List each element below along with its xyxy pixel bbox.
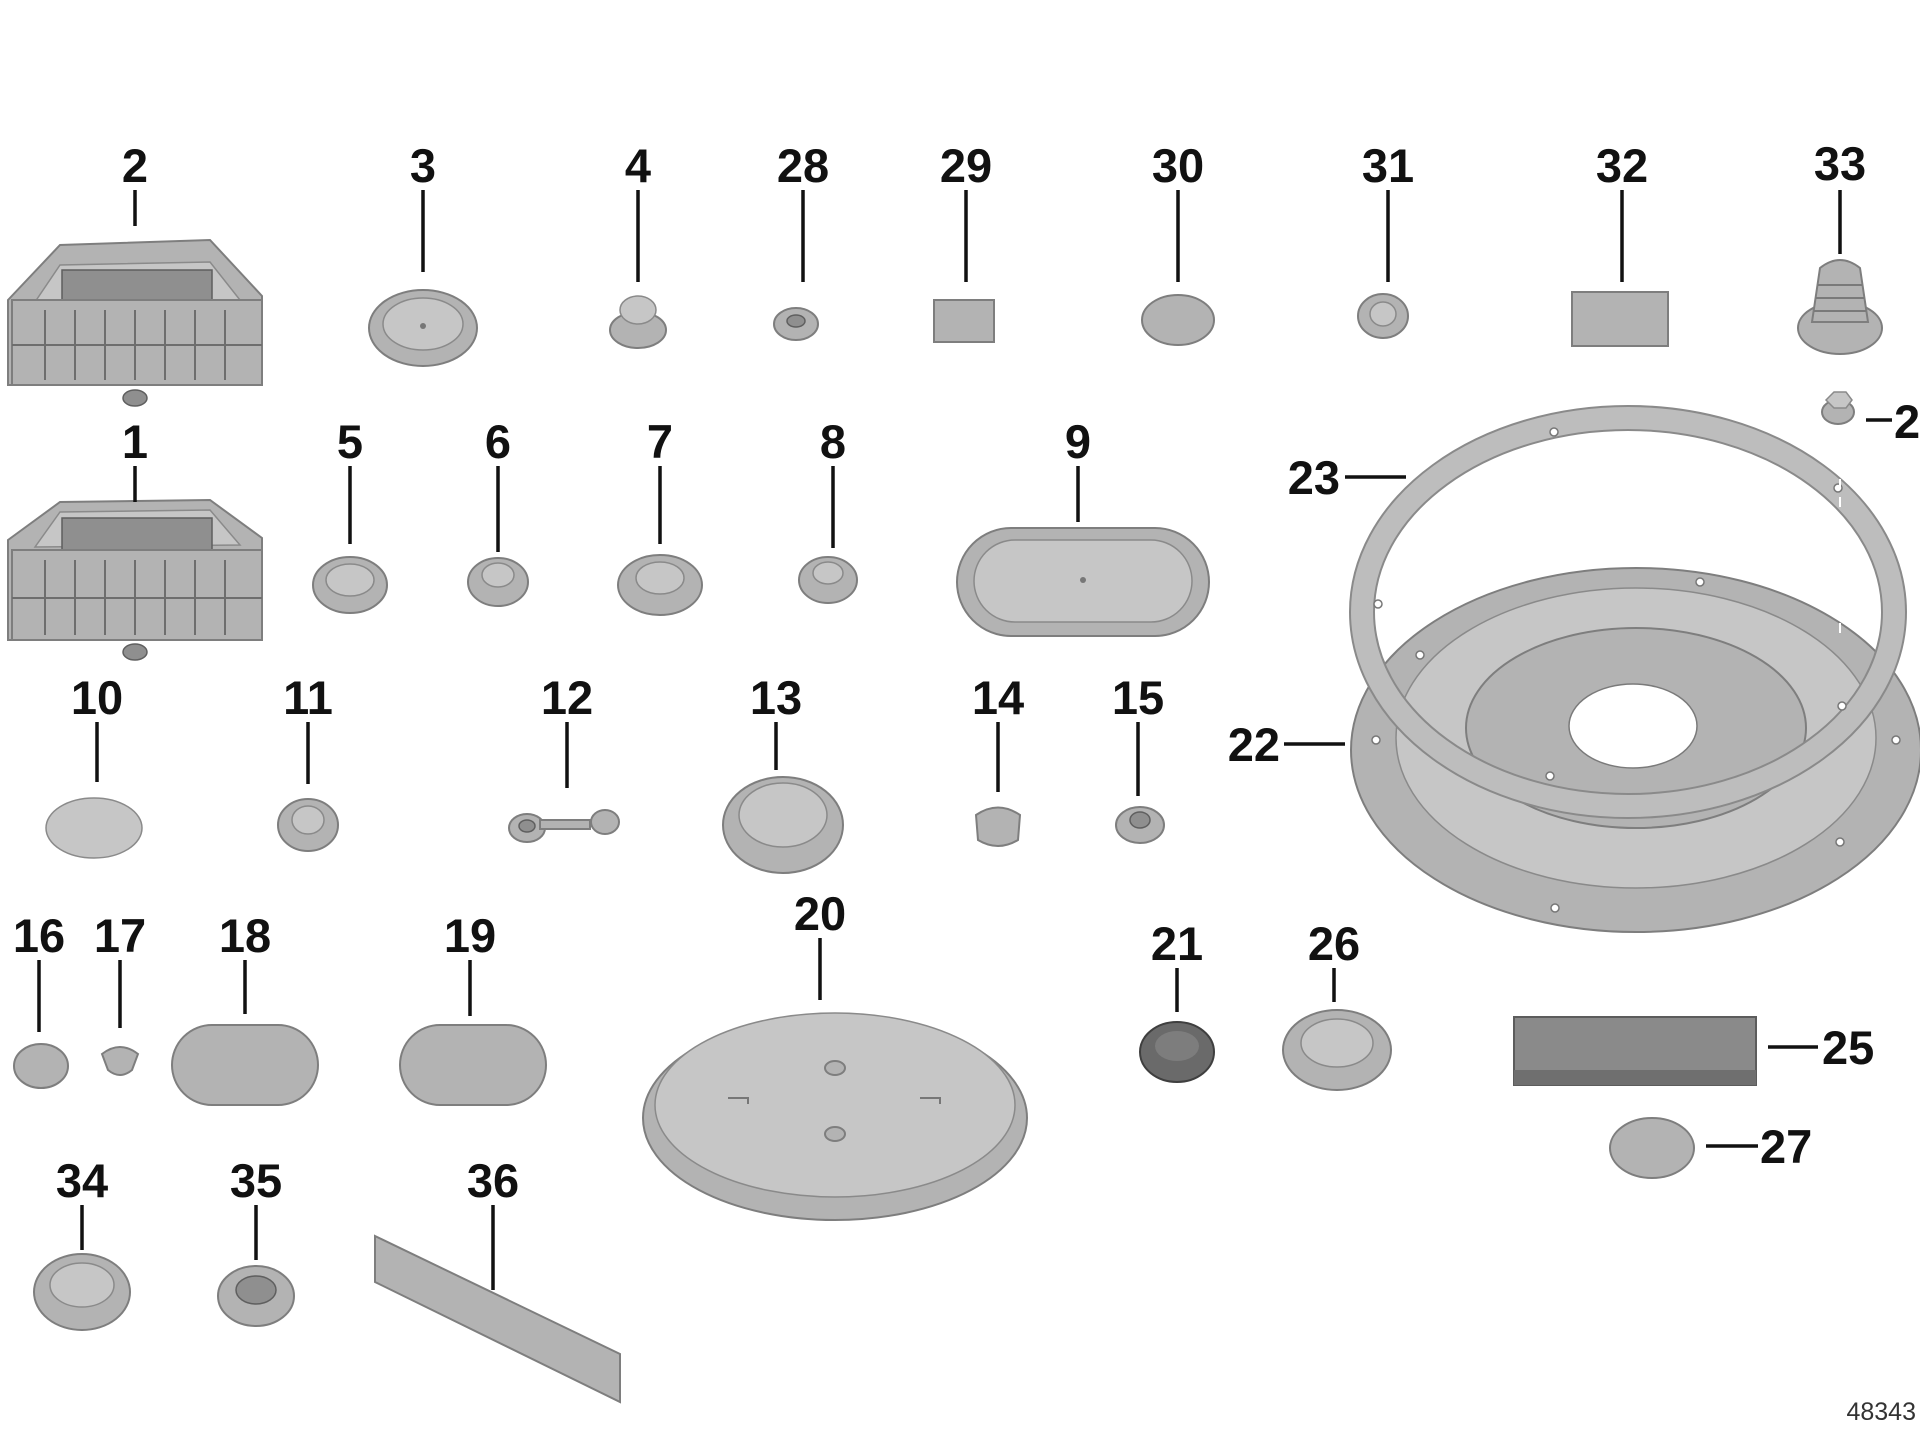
part-label-13[interactable]: 13 bbox=[750, 671, 802, 724]
part-5-plug-shape bbox=[312, 556, 388, 614]
leader-lines bbox=[37, 190, 1892, 1290]
part-25-strip-shape bbox=[1513, 1016, 1757, 1086]
part-label-14[interactable]: 14 bbox=[972, 671, 1024, 724]
part-19-oval-plug-shape bbox=[399, 1024, 547, 1106]
part-label-24[interactable]: 24 bbox=[1894, 395, 1920, 448]
part-label-18[interactable]: 18 bbox=[219, 909, 271, 962]
part-9-oval-cover-shape bbox=[956, 527, 1210, 637]
part-label-19[interactable]: 19 bbox=[444, 909, 496, 962]
part-26-plug-shape bbox=[1282, 1009, 1392, 1091]
part-label-2[interactable]: 2 bbox=[122, 139, 148, 192]
part-8-plug-shape bbox=[798, 556, 858, 604]
part-label-25[interactable]: 25 bbox=[1822, 1021, 1874, 1074]
drawing-number: 48343 bbox=[1846, 1398, 1916, 1426]
part-21-dark-plug-shape bbox=[1139, 1021, 1215, 1083]
part-label-28[interactable]: 28 bbox=[777, 139, 829, 192]
part-label-22[interactable]: 22 bbox=[1228, 718, 1280, 771]
part-label-30[interactable]: 30 bbox=[1152, 139, 1204, 192]
part-28-plug-shape bbox=[773, 307, 819, 341]
part-27-disc-shape bbox=[1609, 1117, 1695, 1179]
part-label-6[interactable]: 6 bbox=[485, 415, 511, 468]
part-label-1[interactable]: 1 bbox=[122, 415, 148, 468]
part-label-16[interactable]: 16 bbox=[13, 909, 65, 962]
part-13-grommet-shape bbox=[722, 776, 844, 874]
part-label-17[interactable]: 17 bbox=[94, 909, 146, 962]
part-label-31[interactable]: 31 bbox=[1362, 139, 1414, 192]
part-18-oval-plug-shape bbox=[171, 1024, 319, 1106]
part-12-tethered-plug-shape bbox=[508, 809, 620, 843]
part-23-gasket-ring-shape bbox=[1349, 405, 1907, 819]
part-shapes bbox=[7, 238, 1920, 1404]
part-10-disc-shape bbox=[45, 797, 143, 859]
part-label-7[interactable]: 7 bbox=[647, 415, 673, 468]
part-label-12[interactable]: 12 bbox=[541, 671, 593, 724]
part-label-33[interactable]: 33 bbox=[1814, 137, 1866, 190]
part-35-grommet-shape bbox=[217, 1265, 295, 1327]
part-3-grommet-shape bbox=[368, 289, 478, 367]
part-label-9[interactable]: 9 bbox=[1065, 415, 1091, 468]
part-15-grommet-shape bbox=[1115, 806, 1165, 844]
part-label-4[interactable]: 4 bbox=[625, 139, 651, 192]
part-label-29[interactable]: 29 bbox=[940, 139, 992, 192]
part-11-grommet-shape bbox=[277, 798, 339, 852]
part-24-nut-shape bbox=[1821, 391, 1855, 425]
part-34-plug-shape bbox=[33, 1253, 131, 1331]
part-33-cap-shape bbox=[1797, 259, 1883, 355]
part-label-5[interactable]: 5 bbox=[337, 415, 363, 468]
part-14-cap-shape bbox=[974, 806, 1022, 847]
part-31-grommet-shape bbox=[1357, 293, 1409, 339]
part-2-bracket-shape bbox=[7, 238, 263, 407]
part-label-8[interactable]: 8 bbox=[820, 415, 846, 468]
part-32-pad-shape bbox=[1571, 291, 1669, 347]
part-label-11[interactable]: 11 bbox=[283, 671, 333, 724]
part-36-tape-strip-shape bbox=[374, 1234, 621, 1404]
part-1-bracket-shape bbox=[7, 498, 263, 661]
part-label-26[interactable]: 26 bbox=[1308, 917, 1360, 970]
part-label-15[interactable]: 15 bbox=[1112, 671, 1164, 724]
part-6-plug-shape bbox=[467, 557, 529, 607]
part-label-3[interactable]: 3 bbox=[410, 139, 436, 192]
part-label-10[interactable]: 10 bbox=[71, 671, 123, 724]
part-label-20[interactable]: 20 bbox=[794, 887, 846, 940]
part-label-32[interactable]: 32 bbox=[1596, 139, 1648, 192]
part-label-36[interactable]: 36 bbox=[467, 1154, 519, 1207]
part-label-35[interactable]: 35 bbox=[230, 1154, 282, 1207]
part-30-disc-shape bbox=[1141, 294, 1215, 346]
part-label-34[interactable]: 34 bbox=[56, 1154, 108, 1207]
part-29-pad-shape bbox=[933, 299, 995, 343]
part-label-27[interactable]: 27 bbox=[1760, 1120, 1812, 1173]
part-16-cap-shape bbox=[13, 1043, 69, 1089]
part-labels: 2 3 4 28 29 30 31 32 33 1 5 6 7 8 9 23 2… bbox=[13, 137, 1920, 1207]
part-label-21[interactable]: 21 bbox=[1151, 917, 1203, 970]
part-17-cap-shape bbox=[100, 1046, 140, 1076]
part-20-round-cover-shape bbox=[642, 1012, 1028, 1221]
part-4-plug-shape bbox=[609, 295, 667, 349]
part-22-flange-plate-shape bbox=[1350, 567, 1920, 933]
part-7-plug-shape bbox=[617, 554, 703, 616]
part-label-23[interactable]: 23 bbox=[1288, 451, 1340, 504]
